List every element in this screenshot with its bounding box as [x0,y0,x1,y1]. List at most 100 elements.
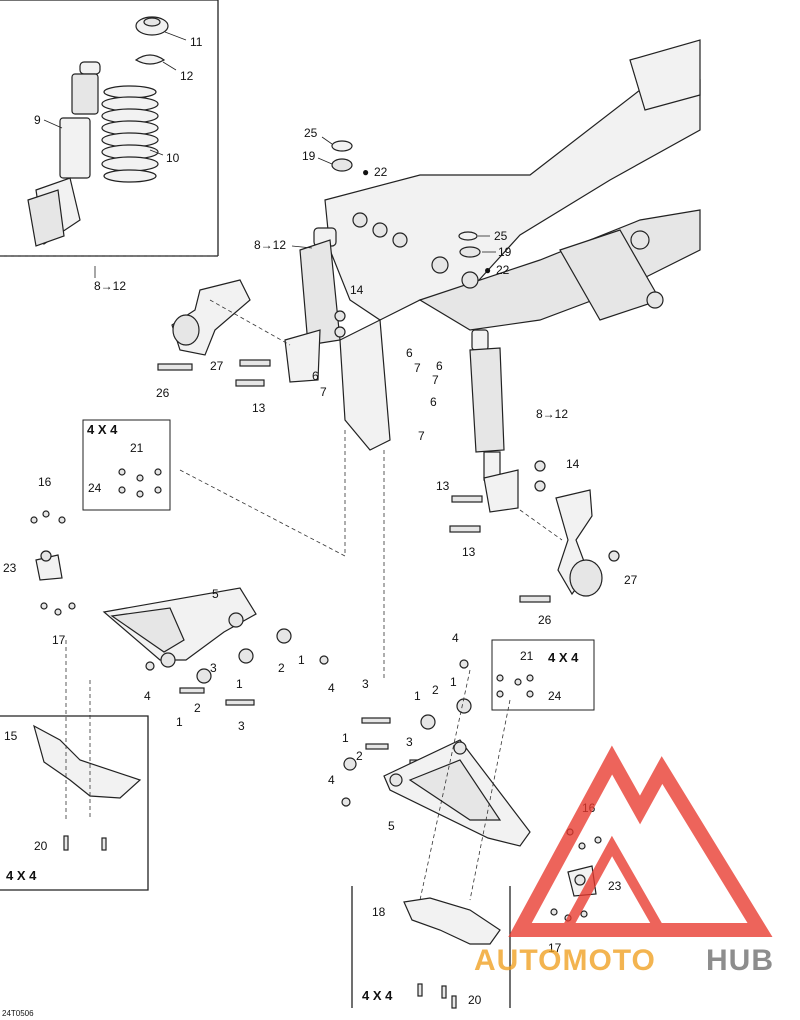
callout-13-left: 13 [252,401,266,415]
callout-22-top-num: 22 [374,165,388,179]
callout-11: 11 [190,35,203,49]
callout-9: 9 [34,113,41,127]
callout-7b: 7 [414,361,421,375]
callout-7a: 7 [320,385,327,399]
kit-label-top-left: 4 X 4 [87,422,118,437]
callout-1-r1: 1 [450,675,457,689]
kit-label-top-right: 4 X 4 [548,650,579,665]
callout-5-left: 5 [212,587,219,601]
shock-absorber-part [27,61,101,247]
callout-12: 12 [180,69,194,83]
automotohub-watermark: AUTOMOTO HUB [474,745,774,977]
bushing-1b [238,648,254,664]
coil-spring-part [101,85,159,183]
bolt-3 [225,699,255,706]
a-arm-right [383,739,531,847]
a-arm-left [102,587,257,668]
callout-13-right-b: 13 [462,545,476,559]
steering-knuckle-right [555,489,603,597]
watermark-text-hub: HUB [706,944,774,977]
callout-20-left: 20 [34,839,48,853]
callout-16-left: 16 [38,475,52,489]
callout-15: 15 [4,729,18,743]
bearing-part-19b [459,246,481,258]
bolt-part-13r [451,495,483,503]
callout-2-a: 2 [278,661,285,675]
callout-3-r1: 3 [362,677,369,691]
kit-box-top-left [82,419,171,511]
callout-5-right: 5 [388,819,395,833]
callout-2-b: 2 [194,701,201,715]
callout-3-r2: 3 [406,735,413,749]
bolt-part-13r2 [449,525,481,533]
callout-19-mid: 19 [498,245,512,259]
bolt-part-13 [235,379,265,387]
callout-27-left: 27 [210,359,224,373]
callout-14-top: 14 [350,283,364,297]
bolt-part-26 [157,363,193,371]
callout-1-c: 1 [176,715,183,729]
callout-6d: 6 [430,395,437,409]
callout-8-12-center: 8→12 [254,238,286,252]
skid-plate-part-15 [33,724,142,799]
bearing-part-19 [331,158,353,172]
callout-2-r1: 2 [432,683,439,697]
callout-7c: 7 [432,373,439,387]
callout-6b: 6 [406,346,413,360]
callout-24-right: 24 [548,689,562,703]
callout-25-mid: 25 [494,229,508,243]
callout-22-mid: 22 [496,263,510,277]
callout-6c: 6 [436,359,443,373]
steering-knuckle-left [171,279,251,356]
seal-part-25b [458,231,478,241]
callout-24-left: 24 [88,481,102,495]
callout-4-b: 4 [144,689,151,703]
retainer-clip-part [134,54,166,65]
seal-part-25 [331,140,353,152]
callout-3-b: 3 [238,719,245,733]
bushing-1a [276,628,292,644]
callout-21-left: 21 [130,441,144,455]
callout-4-r1: 4 [452,631,459,645]
sleeve-2 [179,687,205,694]
front-shock-right [469,329,519,513]
bolt-part-27 [239,359,271,367]
callout-6a: 6 [312,369,319,383]
callout-26-left: 26 [156,386,170,400]
kit-box-top-right [491,639,595,711]
callout-19-top: 19 [302,149,316,163]
callout-3-a: 3 [210,661,217,675]
callout-22-top: ● [362,165,369,179]
callout-1-a: 1 [298,653,305,667]
callout-21-right: 21 [520,649,534,663]
callout-17-left: 17 [52,633,66,647]
callout-20-right: 20 [468,993,482,1007]
callout-26-right: 26 [538,613,552,627]
skid-plate-part-18 [403,897,501,945]
callout-1-r3: 1 [342,731,349,745]
kit-label-bottom-right: 4 X 4 [362,988,393,1003]
callout-13-right-a: 13 [436,479,450,493]
callout-8-12-inset: 8→12 [94,279,126,293]
callout-23-left: 23 [3,561,17,575]
callout-7d: 7 [418,429,425,443]
nut-part-27r [608,550,620,562]
callout-4-r2: 4 [328,773,335,787]
callout-18: 18 [372,905,386,919]
callout-14-right: 14 [566,457,580,471]
callout-25-top: 25 [304,126,318,140]
shock-absorber-inset: 11 12 9 10 8→12 [0,0,219,293]
watermark-text-automoto: AUTOMOTO [474,944,656,977]
kit-label-bottom-left: 4 X 4 [6,868,37,883]
callout-1-r2: 1 [414,689,421,703]
front-shock-center [284,227,341,383]
vehicle-frame-part [324,39,701,451]
callout-27-right: 27 [624,573,638,587]
callout-23-right: 23 [608,879,622,893]
callout-17-right: 17 [548,941,562,955]
callout-10: 10 [166,151,180,165]
callout-8-12-right: 8→12 [536,407,568,421]
callout-22-mid-drop: ● [484,263,491,277]
skid-plate-inset-left [0,715,149,891]
bolt-part-26r [519,595,551,603]
